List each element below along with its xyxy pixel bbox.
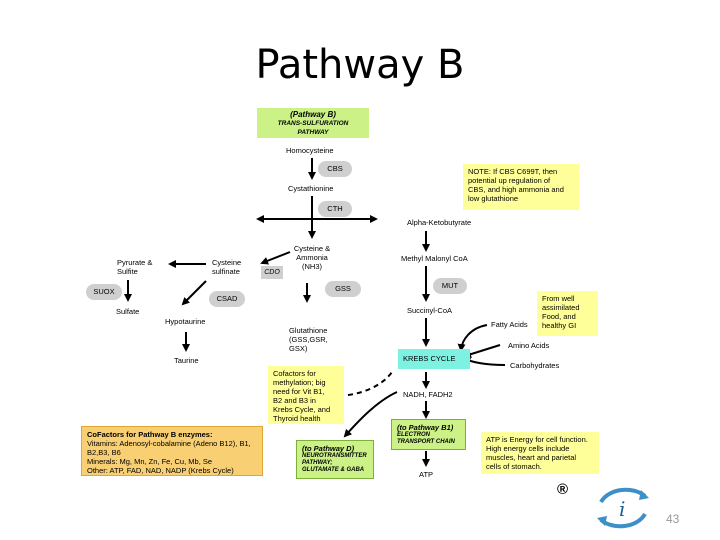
pathway-b1-line-1: (to Pathway B1) — [397, 423, 454, 432]
cofactor-enzymes-line-4: Minerals: Mg, Mn, Zn, Fe, Cu, Mb, Se — [87, 457, 213, 466]
note-atp-energy: ATP is Energy for cell function. High en… — [481, 432, 599, 474]
cbs-note-line-4: low glutathione — [468, 194, 519, 203]
atp-note-line-4: cells of stomach. — [486, 462, 542, 471]
cofactor-enzymes-line-2: Vitamins: Adenosyl-cobalamine (Adeno B12… — [87, 439, 251, 448]
pyruvate-line-2: Sulfite — [117, 267, 138, 276]
page-number: 43 — [666, 512, 680, 526]
cofactor-methyl-line-6: Thyroid health — [273, 414, 321, 423]
pathway-d-line-1: (to Pathway D) — [302, 444, 355, 453]
enzyme-cdo: CDO — [261, 266, 283, 279]
node-cysteine-sulfinate: Cysteine sulfinate — [212, 258, 241, 276]
note-pathway-d: (to Pathway D) NEUROTRANSMITTER PATHWAY;… — [296, 440, 374, 479]
header-line-1: (Pathway B) — [290, 110, 336, 119]
atp-note-line-3: muscles, heart and parietal — [486, 453, 577, 462]
node-krebs-cycle: KREBS CYCLE — [398, 349, 470, 369]
glutathione-line-1: Glutathione — [289, 326, 328, 335]
note-cofactors-enzymes: CoFactors for Pathway B enzymes: Vitamin… — [81, 426, 263, 476]
cbs-note-line-3: CBS, and high ammonia and — [468, 185, 564, 194]
enzyme-cbs: CBS — [318, 161, 352, 177]
glutathione-line-3: GSX) — [289, 344, 308, 353]
cys-sulf-line-1: Cysteine — [212, 258, 242, 267]
pathway-b-header-box: (Pathway B) TRANS-SULFURATION PATHWAY — [257, 108, 369, 138]
node-sulfate: Sulfate — [116, 307, 140, 316]
cofactor-methyl-line-3: need for Vit B1, — [273, 387, 325, 396]
atp-note-line-2: High energy cells include — [486, 444, 570, 453]
node-cysteine-ammonia: Cysteine & Ammonia (NH3) — [286, 244, 338, 271]
cofactor-methyl-line-5: Krebs Cycle, and — [273, 405, 331, 414]
cofactor-methyl-line-2: methylation; big — [273, 378, 326, 387]
registered-mark: ® — [557, 481, 569, 498]
svg-text:i: i — [619, 497, 625, 521]
cofactor-methyl-line-1: Cofactors for — [273, 369, 316, 378]
cofactor-enzymes-line-3: B2,B3, B6 — [87, 448, 121, 457]
node-nadh-fadh2: NADH, FADH2 — [403, 390, 453, 399]
cofactor-methyl-line-4: B2 and B3 in — [273, 396, 316, 405]
node-pyruvate-sulfite: Pyrurate & Sulfite — [117, 258, 152, 276]
enzyme-gss: GSS — [325, 281, 361, 297]
page-title: Pathway B — [255, 42, 465, 88]
node-taurine: Taurine — [174, 356, 199, 365]
well-note-line-3: Food, and — [542, 312, 576, 321]
cofactor-enzymes-line-1: CoFactors for Pathway B enzymes: — [87, 430, 213, 439]
node-carbohydrates: Carbohydrates — [510, 361, 560, 370]
cysteine-line-2: Ammonia — [296, 253, 328, 262]
well-note-line-1: From well — [542, 294, 575, 303]
enzyme-suox: SUOX — [86, 284, 122, 300]
note-well-assimilated: From well assimilated Food, and healthy … — [537, 291, 598, 336]
pathway-b1-line-2: ELECTRON — [397, 432, 430, 438]
node-alpha-ketobutyrate: Alpha-Ketobutyrate — [407, 218, 472, 227]
enzyme-csad: CSAD — [209, 291, 245, 307]
note-pathway-b1: (to Pathway B1) ELECTRON TRANSPORT CHAIN — [391, 419, 466, 450]
node-glutathione: Glutathione (GSS,GSR, GSX) — [289, 326, 328, 353]
node-amino-acids: Amino Acids — [508, 341, 550, 350]
cys-sulf-line-2: sulfinate — [212, 267, 240, 276]
cbs-note-line-2: potential up regulation of — [468, 176, 551, 185]
note-cofactors-methylation: Cofactors for methylation; big need for … — [268, 366, 344, 424]
atp-note-line-1: ATP is Energy for cell function. — [486, 435, 588, 444]
node-cystathionine: Cystathionine — [288, 184, 334, 193]
info-navigation-icon[interactable]: i — [593, 484, 653, 532]
pathway-d-line-3: PATHWAY; — [302, 460, 333, 466]
cysteine-line-3: (NH3) — [302, 262, 322, 271]
well-note-line-2: assimilated — [542, 303, 580, 312]
node-hypotaurine: Hypotaurine — [165, 317, 206, 326]
pathway-b1-line-3: TRANSPORT CHAIN — [397, 439, 455, 445]
node-succinyl-coa: Succinyl-CoA — [407, 306, 453, 315]
cbs-note-line-1: NOTE: If CBS C699T, then — [468, 167, 558, 176]
header-line-3: PATHWAY — [297, 129, 329, 136]
pathway-d-line-2: NEUROTRANSMITTER — [302, 453, 367, 459]
node-homocysteine: Homocysteine — [286, 146, 334, 155]
cysteine-line-1: Cysteine & — [293, 244, 331, 253]
well-note-line-4: healthy GI — [542, 321, 577, 330]
pathway-d-line-4: GLUTAMATE & GABA — [302, 467, 365, 473]
node-atp: ATP — [419, 470, 434, 479]
node-fatty-acids: Fatty Acids — [491, 320, 528, 329]
enzyme-mut: MUT — [433, 278, 467, 294]
header-line-2: TRANS-SULFURATION — [277, 120, 349, 127]
cofactor-enzymes-line-5: Other: ATP, FAD, NAD, NADP (Krebs Cycle) — [87, 466, 234, 475]
glutathione-line-2: (GSS,GSR, — [289, 335, 328, 344]
note-cbs-c699t: NOTE: If CBS C699T, then potential up re… — [463, 164, 579, 210]
enzyme-cth: CTH — [318, 201, 352, 217]
pyruvate-line-1: Pyrurate & — [117, 258, 153, 267]
node-methyl-malonyl-coa: Methyl Malonyl CoA — [401, 254, 468, 263]
